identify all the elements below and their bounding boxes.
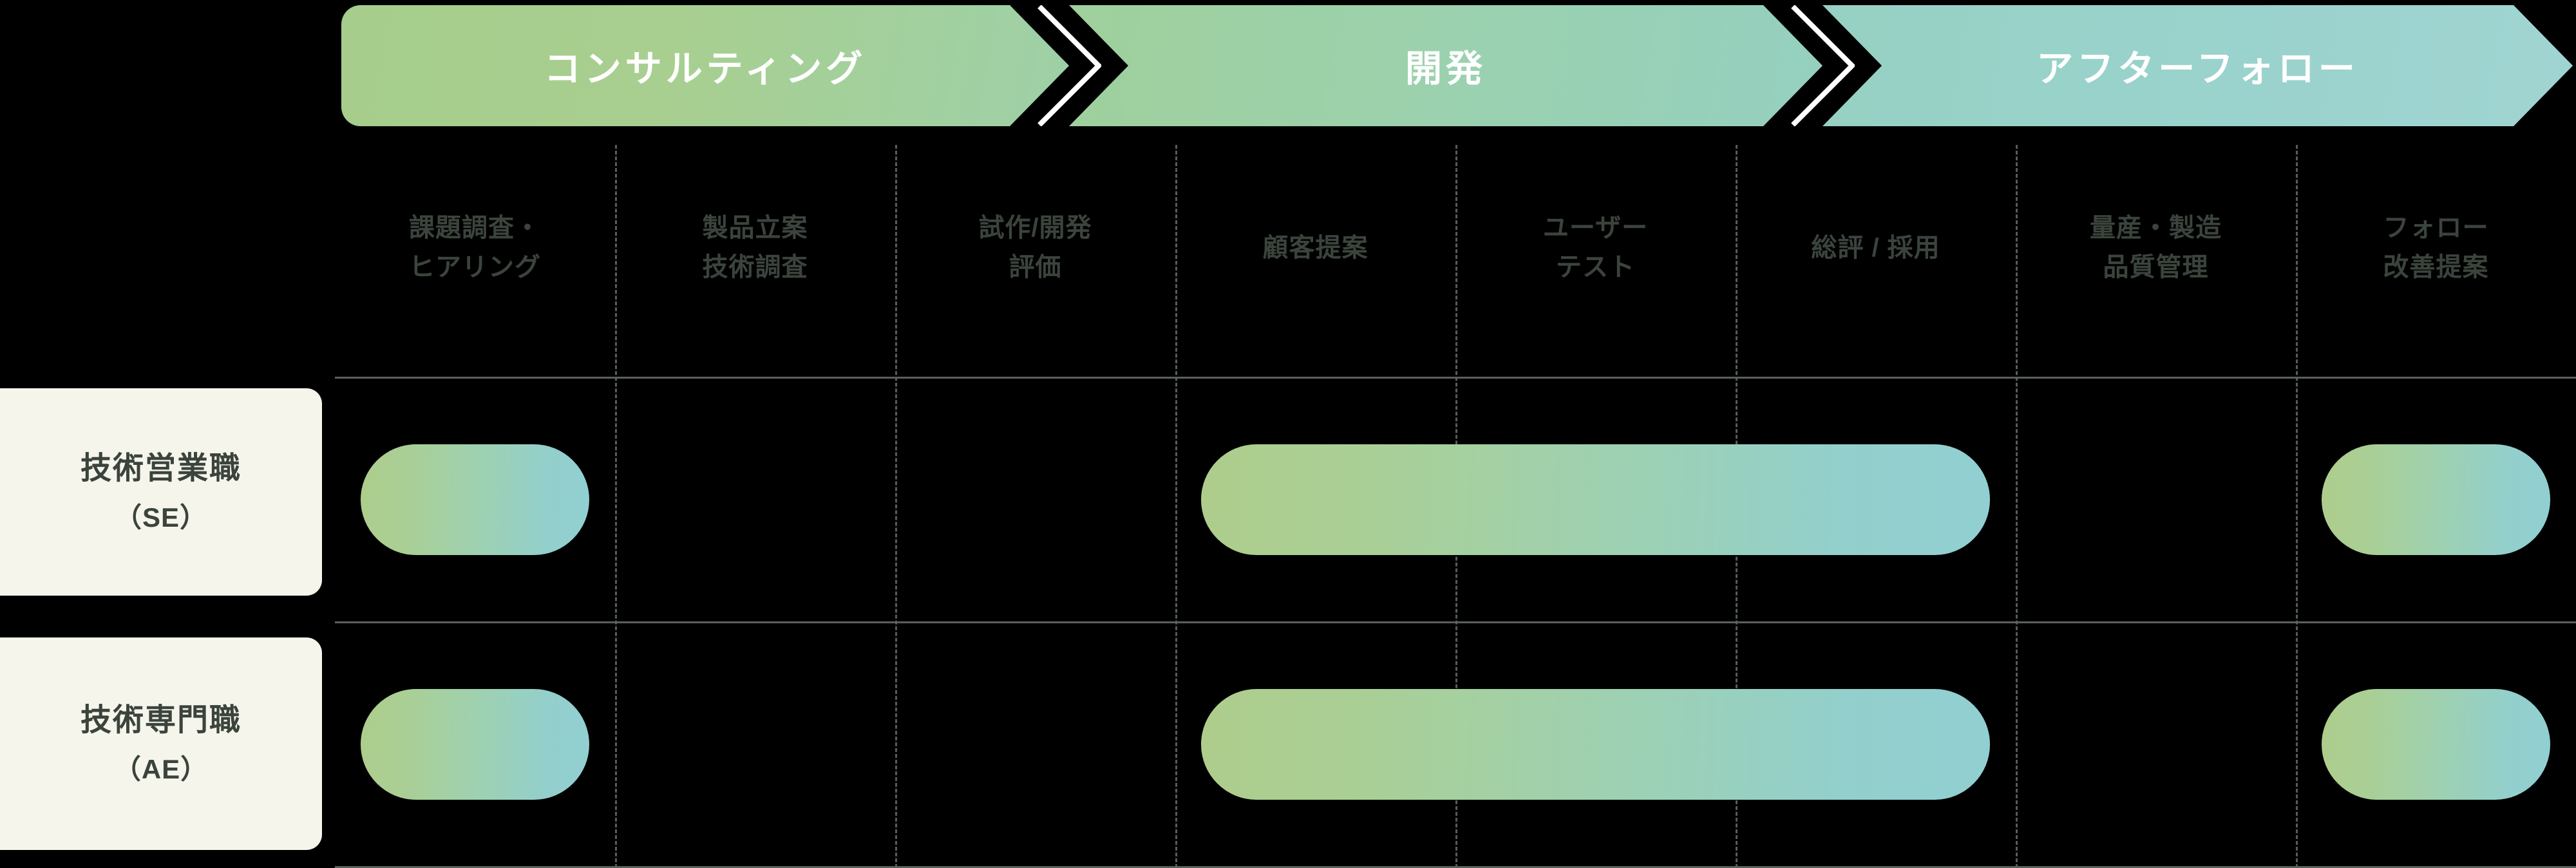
row-rule-bottom bbox=[335, 866, 2576, 868]
column-header-label: 試作/開発 評価 bbox=[978, 214, 1092, 281]
column-divider bbox=[615, 145, 617, 868]
column-header-review-adoption: 総評 / 採用 bbox=[1736, 145, 2016, 351]
phase-segment-consulting-fill bbox=[341, 5, 1069, 126]
row-rule-top bbox=[335, 377, 2576, 379]
activity-bar-ae-customer-proposal bbox=[1201, 689, 1990, 800]
column-header-product-planning: 製品立案 技術調査 bbox=[615, 145, 895, 351]
activity-bar-ae-issue-survey bbox=[361, 689, 589, 800]
column-divider bbox=[1175, 145, 1177, 868]
phase-segment-development-fill bbox=[1069, 5, 1823, 126]
role-card-se-subtitle: （SE） bbox=[114, 502, 208, 533]
role-card-ae-title: 技術専門職 bbox=[80, 703, 242, 737]
column-header-customer-proposal: 顧客提案 bbox=[1175, 145, 1455, 351]
column-header-label: 量産・製造 品質管理 bbox=[2090, 214, 2222, 281]
role-card-se-title: 技術営業職 bbox=[80, 451, 242, 486]
column-header-label: 課題調査・ ヒアリング bbox=[409, 214, 541, 281]
row-rule-middle bbox=[335, 621, 2576, 623]
column-header-label: 総評 / 採用 bbox=[1811, 233, 1940, 262]
column-divider bbox=[2016, 145, 2018, 868]
column-header-label: フォロー 改善提案 bbox=[2383, 214, 2489, 281]
phase-segment-consulting-label: コンサルティング bbox=[544, 48, 867, 90]
phase-segment-development: 開発 bbox=[1069, 5, 1823, 126]
column-header-label: 顧客提案 bbox=[1262, 233, 1368, 262]
activity-bar-se-issue-survey bbox=[361, 444, 589, 555]
phase-segment-afterfollow-fill bbox=[1823, 5, 2573, 126]
column-header-label: 製品立案 技術調査 bbox=[702, 214, 808, 281]
phase-segment-development-label: 開発 bbox=[1405, 48, 1486, 90]
role-card-se[interactable]: 技術営業職 （SE） bbox=[0, 388, 322, 596]
activity-bar-se-customer-proposal bbox=[1201, 444, 1990, 555]
role-card-ae[interactable]: 技術専門職 （AE） bbox=[0, 637, 322, 850]
activity-bar-ae-follow-improvement bbox=[2322, 689, 2550, 800]
column-header-user-test: ユーザー テスト bbox=[1455, 145, 1736, 351]
column-header-mass-production-qc: 量産・製造 品質管理 bbox=[2016, 145, 2296, 351]
role-card-ae-subtitle: （AE） bbox=[113, 753, 209, 784]
phase-segment-consulting: コンサルティング bbox=[341, 5, 1069, 126]
phase-segment-afterfollow: アフターフォロー bbox=[1823, 5, 2573, 126]
phase-segment-afterfollow-label: アフターフォロー bbox=[2036, 48, 2359, 90]
column-header-issue-survey: 課題調査・ ヒアリング bbox=[335, 145, 615, 351]
column-divider bbox=[895, 145, 897, 868]
column-header-prototype-eval: 試作/開発 評価 bbox=[895, 145, 1175, 351]
column-header-follow-improvement: フォロー 改善提案 bbox=[2296, 145, 2576, 351]
activity-bar-se-follow-improvement bbox=[2322, 444, 2550, 555]
column-divider bbox=[2296, 145, 2298, 868]
phase-banner: コンサルティング 開発 アフターフォロー bbox=[341, 5, 2573, 126]
column-header-label: ユーザー テスト bbox=[1542, 214, 1649, 281]
